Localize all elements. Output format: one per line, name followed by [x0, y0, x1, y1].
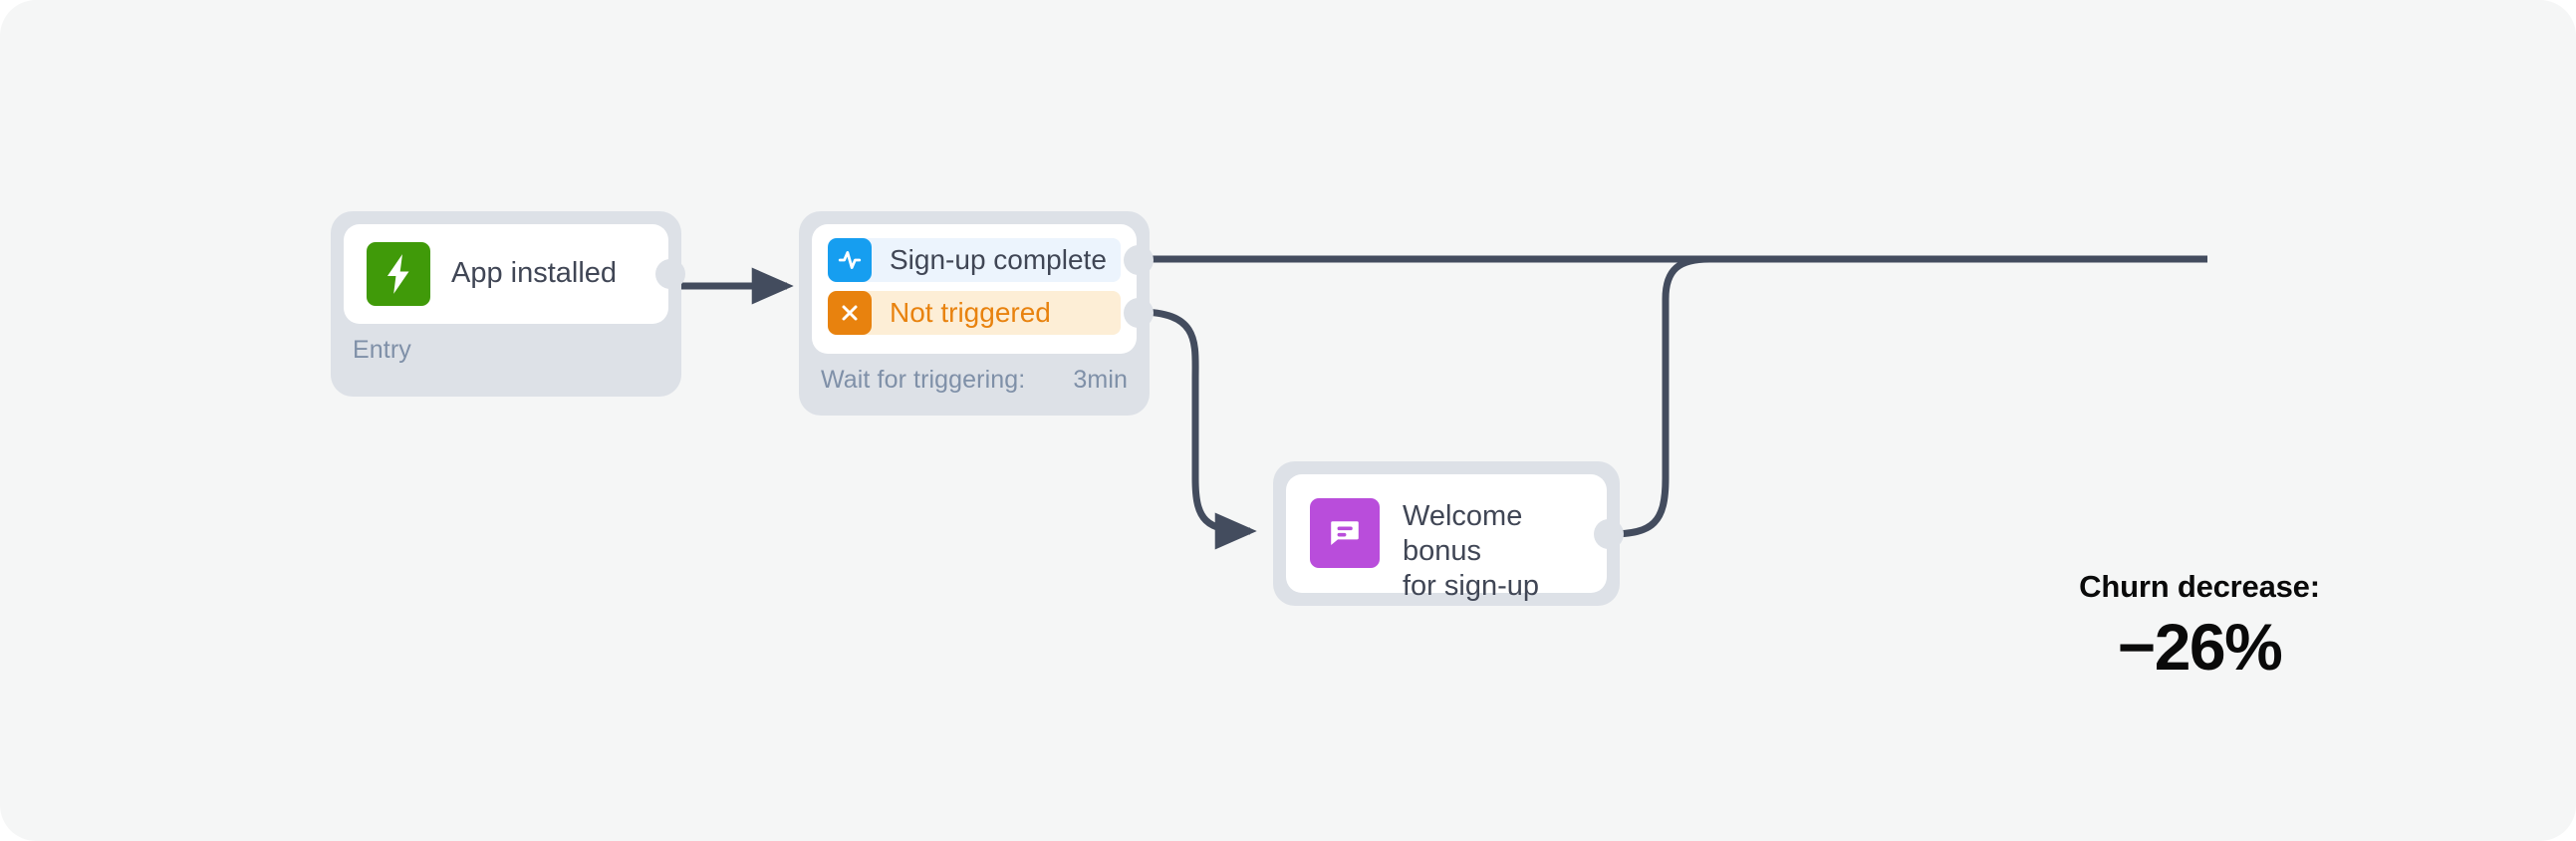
node-wait-for-trigger[interactable]: Sign-up complete Not triggered Wait for … [799, 211, 1154, 416]
node-wait-for-trigger-footer: Wait for triggering: 3min [821, 363, 1128, 397]
node-app-installed[interactable]: App installed Entry [331, 211, 685, 397]
port-notch-welcome-bonus-out [1594, 519, 1624, 549]
port-notch-signup-complete-out [1124, 245, 1154, 275]
chat-message-icon [1310, 498, 1380, 568]
branch-row-not-triggered[interactable]: Not triggered [828, 291, 1121, 335]
wire-signup-complete-exit [1123, 245, 2207, 273]
node-app-installed-card[interactable]: App installed [344, 224, 685, 324]
node-app-installed-footer: Entry [353, 333, 651, 367]
lightning-bolt-icon [367, 242, 430, 306]
port-notch-entry-out [655, 259, 685, 289]
branch-row-not-triggered-label: Not triggered [890, 297, 1051, 328]
node-wait-for-trigger-card[interactable]: Sign-up complete Not triggered [812, 224, 1154, 354]
node-welcome-bonus-card[interactable]: Welcome bonus for sign-up [1286, 474, 1624, 602]
close-x-icon [828, 291, 872, 335]
churn-decrease-value: −26% [2117, 610, 2283, 684]
branch-row-signup-complete[interactable]: Sign-up complete [828, 238, 1121, 282]
node-app-installed-footer-label: Entry [353, 335, 411, 364]
port-notch-not-triggered-out [1124, 298, 1154, 328]
node-welcome-bonus[interactable]: Welcome bonus for sign-up [1273, 461, 1624, 606]
node-welcome-bonus-title: Welcome bonus for sign-up [1403, 500, 1540, 602]
churn-decrease-metric: Churn decrease: −26% [2000, 568, 2399, 684]
churn-decrease-label: Churn decrease: [2079, 569, 2320, 604]
branch-row-signup-complete-label: Sign-up complete [890, 244, 1107, 275]
node-wait-for-trigger-footer-value: 3min [1073, 365, 1128, 394]
node-wait-for-trigger-footer-label: Wait for triggering: [821, 365, 1026, 394]
node-app-installed-title: App installed [451, 257, 618, 289]
activity-pulse-icon [828, 238, 872, 282]
